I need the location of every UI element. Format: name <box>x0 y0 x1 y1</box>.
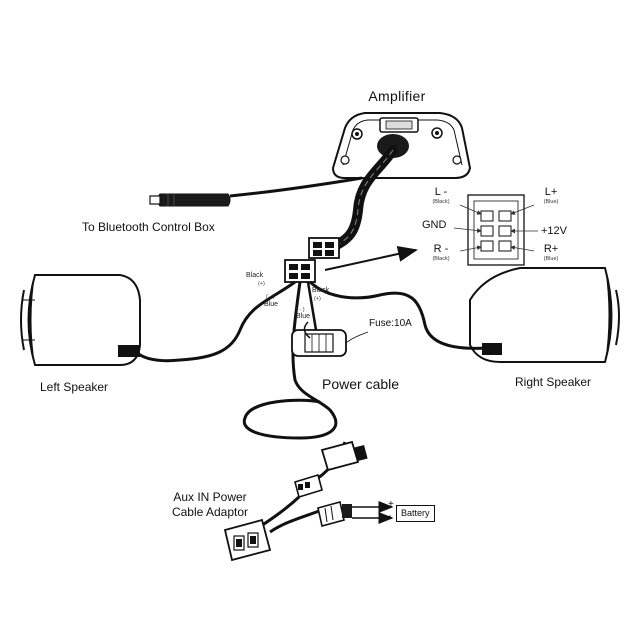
pin-l-plus-label: L+ <box>544 186 558 198</box>
wire-tag-left-black: Black <box>246 272 264 279</box>
wire-tag-left-blue-sign: ( - ) <box>266 294 275 300</box>
harness-connector-lower <box>284 259 316 283</box>
aux-adaptor-main-plug <box>223 518 272 562</box>
pin-r-minus-color: (Black) <box>432 256 450 262</box>
pin-12v-label: +12V <box>541 225 567 237</box>
wire-tag-right-blue: Blue <box>296 313 311 320</box>
wire-tag-right-black-sign: (+) <box>314 296 321 302</box>
harness-connector-upper <box>308 237 340 259</box>
right-speaker <box>469 267 620 363</box>
fuse-holder <box>291 321 347 357</box>
wire-tag-right-blue-sign: ( - ) <box>296 307 305 313</box>
left-speaker <box>20 274 141 366</box>
wire-tag-right-black: Black <box>312 287 330 294</box>
power-cable-label: Power cable <box>322 376 400 392</box>
battery-minus-sign: - <box>388 511 392 522</box>
right-speaker-label: Right Speaker <box>515 375 592 389</box>
aux-adaptor-plug-battery <box>317 501 352 527</box>
right-speaker-wire <box>308 280 489 350</box>
pin-r-minus-label: R - <box>433 243 449 255</box>
aux-adaptor-label-line2: Cable Adaptor <box>171 505 249 519</box>
pin-r-plus-label: R+ <box>543 243 559 255</box>
fuse-label: Fuse:10A <box>369 318 412 329</box>
power-cable-plug <box>320 440 368 472</box>
amplifier-label: Amplifier <box>368 88 426 104</box>
power-cable-wire <box>242 281 338 440</box>
bluetooth-connector <box>149 176 363 207</box>
pin-r-plus-color: (Blue) <box>543 256 559 262</box>
pin-l-minus-label: L - <box>434 186 448 198</box>
amplifier-unit <box>331 112 472 179</box>
left-speaker-wire <box>135 280 296 363</box>
battery-label: Battery <box>396 505 435 522</box>
pin-l-plus-color: (Blue) <box>543 199 559 205</box>
wire-tag-left-black-sign: (+) <box>258 281 265 287</box>
aux-adaptor-plug-upper <box>294 473 323 499</box>
connector-pinout <box>453 194 538 266</box>
wire-tag-left-blue: Blue <box>264 301 279 308</box>
pin-gnd-label: GND <box>422 219 447 231</box>
aux-adaptor-label-line1: Aux IN Power <box>173 490 247 504</box>
bluetooth-label: To Bluetooth Control Box <box>82 220 215 234</box>
battery-plus-sign: + <box>388 499 394 510</box>
left-speaker-label: Left Speaker <box>40 380 109 394</box>
pinout-pointer-arrow <box>324 246 418 271</box>
pin-l-minus-color: (Black) <box>432 199 450 205</box>
